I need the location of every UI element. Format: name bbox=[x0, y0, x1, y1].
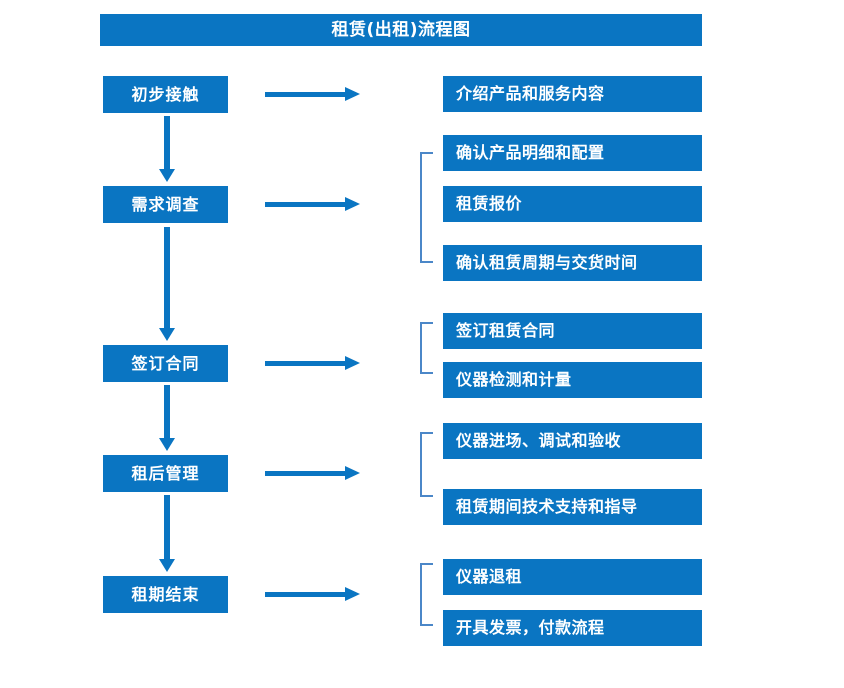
arrow-shaft bbox=[164, 116, 170, 169]
task-label-2: 确认产品明细和配置 bbox=[456, 143, 605, 162]
task-box-7[interactable]: 仪器进场、调试和验收 bbox=[443, 423, 702, 459]
vertical-arrow-2-to-3 bbox=[159, 227, 175, 341]
horizontal-arrow-stage-5 bbox=[265, 587, 360, 601]
stage-box-1[interactable]: 初步接触 bbox=[103, 76, 228, 113]
stage-box-2[interactable]: 需求调查 bbox=[103, 186, 228, 223]
arrow-shaft bbox=[164, 227, 170, 328]
group-bracket-lease-end bbox=[420, 563, 433, 626]
arrow-shaft bbox=[164, 385, 170, 438]
arrow-head-icon bbox=[159, 169, 175, 182]
stage-label-5: 租期结束 bbox=[131, 584, 200, 604]
arrow-head-icon bbox=[345, 466, 360, 480]
arrow-shaft bbox=[265, 92, 347, 97]
arrow-shaft bbox=[265, 361, 347, 366]
task-box-9[interactable]: 仪器退租 bbox=[443, 559, 702, 595]
arrow-head-icon bbox=[159, 438, 175, 451]
stage-box-4[interactable]: 租后管理 bbox=[103, 455, 228, 492]
horizontal-arrow-stage-3 bbox=[265, 356, 360, 370]
task-label-5: 签订租赁合同 bbox=[456, 321, 556, 340]
stage-label-2: 需求调查 bbox=[131, 194, 200, 214]
stage-label-4: 租后管理 bbox=[131, 463, 200, 483]
horizontal-arrow-stage-4 bbox=[265, 466, 360, 480]
task-label-3: 租赁报价 bbox=[456, 194, 523, 213]
arrow-head-icon bbox=[345, 87, 360, 101]
task-label-8: 租赁期间技术支持和指导 bbox=[456, 497, 638, 516]
task-box-10[interactable]: 开具发票，付款流程 bbox=[443, 610, 702, 646]
task-label-6: 仪器检测和计量 bbox=[456, 370, 572, 389]
stage-box-3[interactable]: 签订合同 bbox=[103, 345, 228, 382]
diagram-title: 租赁(出租)流程图 bbox=[331, 19, 471, 40]
task-label-7: 仪器进场、调试和验收 bbox=[456, 431, 622, 450]
diagram-title-bar: 租赁(出租)流程图 bbox=[100, 14, 702, 46]
arrow-head-icon bbox=[345, 587, 360, 601]
task-box-3[interactable]: 租赁报价 bbox=[443, 186, 702, 222]
horizontal-arrow-stage-1 bbox=[265, 87, 360, 101]
arrow-shaft bbox=[265, 202, 347, 207]
task-box-1[interactable]: 介绍产品和服务内容 bbox=[443, 76, 702, 112]
arrow-shaft bbox=[265, 471, 347, 476]
task-label-1: 介绍产品和服务内容 bbox=[456, 84, 605, 103]
group-bracket-post-rental bbox=[420, 432, 433, 497]
horizontal-arrow-stage-2 bbox=[265, 197, 360, 211]
group-bracket-demand-survey bbox=[420, 152, 433, 263]
group-bracket-sign-contract bbox=[420, 322, 433, 374]
task-box-4[interactable]: 确认租赁周期与交货时间 bbox=[443, 245, 702, 281]
task-box-8[interactable]: 租赁期间技术支持和指导 bbox=[443, 489, 702, 525]
vertical-arrow-4-to-5 bbox=[159, 495, 175, 572]
arrow-head-icon bbox=[345, 356, 360, 370]
arrow-shaft bbox=[265, 592, 347, 597]
arrow-head-icon bbox=[159, 328, 175, 341]
arrow-shaft bbox=[164, 495, 170, 559]
stage-label-3: 签订合同 bbox=[131, 353, 200, 373]
task-label-4: 确认租赁周期与交货时间 bbox=[456, 253, 638, 272]
stage-label-1: 初步接触 bbox=[131, 84, 200, 104]
task-box-5[interactable]: 签订租赁合同 bbox=[443, 313, 702, 349]
task-box-6[interactable]: 仪器检测和计量 bbox=[443, 362, 702, 398]
task-label-10: 开具发票，付款流程 bbox=[456, 618, 605, 637]
vertical-arrow-1-to-2 bbox=[159, 116, 175, 182]
task-label-9: 仪器退租 bbox=[456, 567, 523, 586]
task-box-2[interactable]: 确认产品明细和配置 bbox=[443, 135, 702, 171]
stage-box-5[interactable]: 租期结束 bbox=[103, 576, 228, 613]
vertical-arrow-3-to-4 bbox=[159, 385, 175, 451]
arrow-head-icon bbox=[345, 197, 360, 211]
arrow-head-icon bbox=[159, 559, 175, 572]
